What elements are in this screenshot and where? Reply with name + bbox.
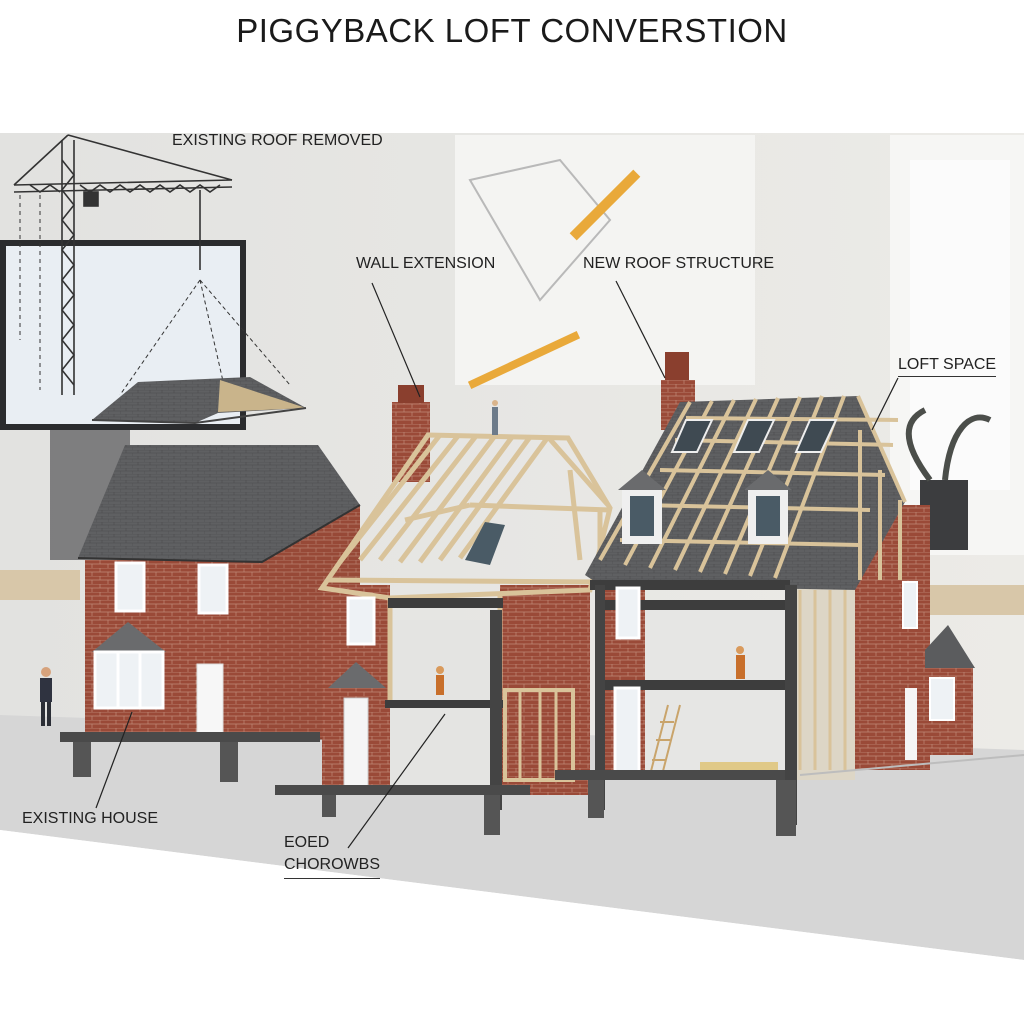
label-new-roof-structure: NEW ROOF STRUCTURE — [583, 255, 775, 272]
new-roof-house — [555, 352, 1024, 836]
label-existing-house: EXISTING HOUSE — [22, 810, 159, 827]
existing-house — [60, 445, 361, 782]
wall-extension-house — [275, 385, 613, 835]
diagram-title: PIGGYBACK LOFT CONVERSTION — [236, 12, 788, 49]
label-bottom-line-1: EOED — [284, 834, 330, 851]
leader-lines — [95, 280, 899, 849]
label-bottom-callout: EOED CHOROWBS — [284, 832, 380, 879]
crane — [13, 134, 291, 396]
removed-roof — [91, 377, 307, 425]
person-figure — [40, 667, 52, 726]
label-bottom-line-2: CHOROWBS — [284, 856, 380, 873]
label-loft-space: LOFT SPACE — [898, 356, 997, 377]
label-existing-roof-removed: EXISTING ROOF REMOVED — [172, 132, 383, 149]
label-wall-extension: WALL EXTENSION — [356, 255, 496, 272]
